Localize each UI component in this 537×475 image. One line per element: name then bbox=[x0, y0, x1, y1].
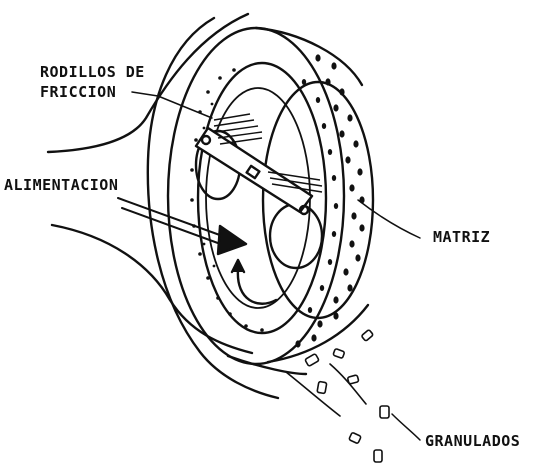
die-label: MATRIZ bbox=[433, 228, 490, 248]
pellets-label: GRANULADOS bbox=[425, 432, 520, 452]
die-holes bbox=[190, 54, 364, 347]
leader-granulados bbox=[392, 414, 420, 440]
outlet-chute bbox=[228, 356, 306, 374]
pellets bbox=[305, 329, 389, 462]
lower-roller bbox=[270, 204, 322, 268]
friction-rollers-label: RODILLOS DE FRICCION bbox=[40, 63, 145, 102]
chute-right bbox=[330, 364, 366, 404]
die-top-band bbox=[256, 28, 362, 85]
feed-arrowhead bbox=[218, 226, 246, 254]
chute-left bbox=[286, 372, 340, 416]
feed-label: ALIMENTACION bbox=[4, 176, 118, 196]
rotation-arrowhead bbox=[232, 260, 244, 272]
rotation-arrow bbox=[238, 270, 276, 304]
die-outer-edge bbox=[168, 28, 344, 364]
leader-matriz bbox=[358, 200, 420, 238]
feed-arrow bbox=[118, 198, 228, 246]
